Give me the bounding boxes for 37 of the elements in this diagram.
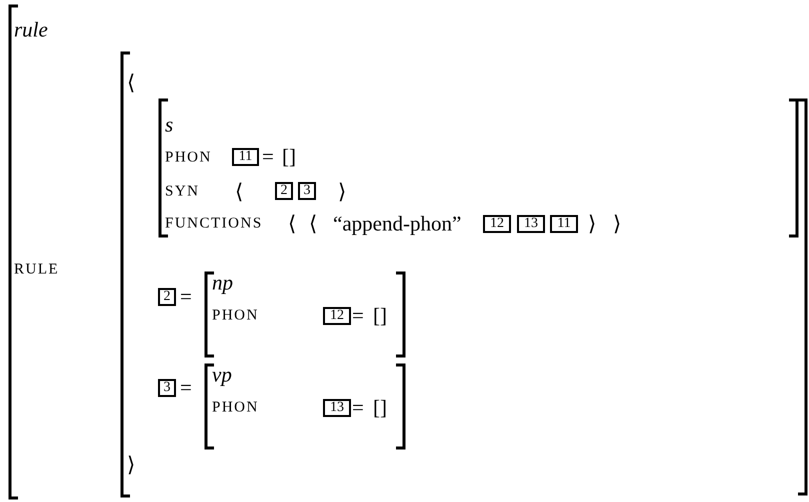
type-label: np bbox=[212, 272, 233, 294]
feature-label: RULE bbox=[14, 262, 60, 278]
feature-label: FUNCTIONS bbox=[165, 216, 263, 232]
empty-value: [] bbox=[282, 146, 296, 168]
empty-value: [] bbox=[373, 398, 387, 418]
angle-bracket: ⟨ bbox=[235, 182, 244, 202]
equals-sign: = bbox=[180, 286, 192, 308]
tag-box: 11 bbox=[232, 148, 259, 166]
tag-box: 11 bbox=[550, 215, 578, 233]
tag-box: 2 bbox=[158, 288, 176, 306]
tag-box: 3 bbox=[298, 182, 316, 200]
tag-box: 12 bbox=[483, 215, 511, 233]
tag-box: 3 bbox=[158, 379, 176, 397]
angle-bracket: ⟩ bbox=[338, 182, 346, 202]
tag-box: 13 bbox=[517, 215, 545, 233]
angle-bracket: ⟩ bbox=[127, 454, 136, 476]
string-value: “append-phon” bbox=[333, 214, 462, 234]
equals-sign: = bbox=[180, 378, 192, 398]
tag-box: 13 bbox=[323, 399, 351, 417]
angle-bracket: ⟨ bbox=[127, 72, 136, 94]
tag-box: 2 bbox=[275, 182, 293, 200]
equals-sign: = bbox=[352, 398, 364, 418]
feature-label: PHON bbox=[165, 150, 212, 166]
tag-box: 12 bbox=[323, 307, 351, 325]
equals-sign: = bbox=[262, 146, 274, 168]
equals-sign: = bbox=[352, 306, 364, 326]
angle-bracket: ⟨ bbox=[309, 214, 318, 234]
empty-value: [] bbox=[373, 306, 387, 326]
type-label: vp bbox=[212, 364, 232, 386]
angle-bracket: ⟩ bbox=[588, 214, 596, 234]
type-label: rule bbox=[14, 20, 48, 40]
feature-label: PHON bbox=[212, 308, 259, 324]
feature-label: PHON bbox=[212, 400, 259, 416]
angle-bracket: ⟩ bbox=[613, 214, 622, 234]
type-label: s bbox=[165, 114, 174, 136]
feature-label: SYN bbox=[165, 184, 200, 200]
angle-bracket: ⟨ bbox=[288, 214, 296, 234]
